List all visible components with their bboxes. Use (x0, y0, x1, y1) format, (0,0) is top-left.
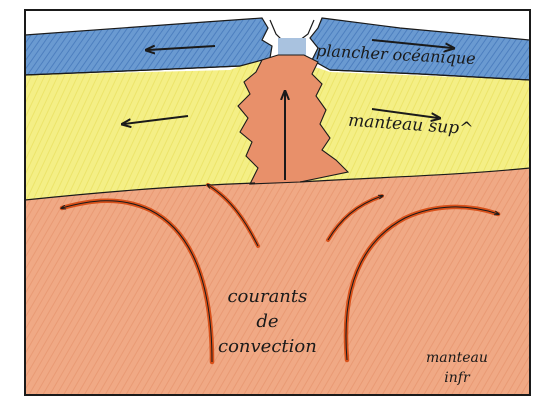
label-courants-line1: courants (218, 284, 317, 309)
label-manteau-inf-line1: manteau (426, 348, 488, 368)
label-courants-line3: convection (218, 334, 317, 359)
label-manteau-inferieur: manteau infr (426, 348, 488, 388)
label-manteau-inf-line2: infr (426, 368, 488, 388)
label-courants-de-convection: courants de convection (218, 284, 317, 359)
label-courants-line2: de (218, 309, 317, 334)
